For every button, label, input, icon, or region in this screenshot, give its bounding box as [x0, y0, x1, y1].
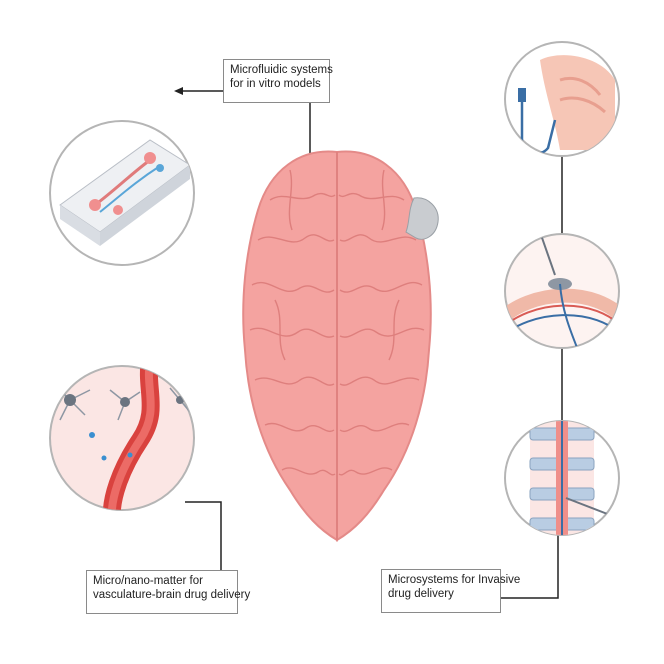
implant-device-icon: [405, 197, 439, 240]
label-nano-line2: vasculature-brain drug delivery: [93, 589, 251, 601]
right-hemisphere: [336, 150, 432, 542]
arrow-head-icon: [174, 87, 183, 95]
label-invasive-line1: Microsystems for Invasive: [388, 574, 521, 586]
panel-vasculature-neurons: [49, 365, 195, 511]
panel-microfluidic-chip: [49, 120, 195, 266]
panel-intracranial-delivery: [504, 233, 620, 349]
brain-illustration: [242, 150, 439, 542]
label-invasive-microsystems: Microsystems for Invasive drug delivery: [381, 569, 521, 613]
left-hemisphere: [242, 150, 338, 542]
label-nano-line1: Micro/nano-matter for: [93, 575, 203, 587]
panel-intranasal-delivery: [504, 41, 620, 157]
panel-intrathecal-delivery: [504, 420, 620, 536]
label-microfluidic-line2: for in vitro models: [230, 78, 321, 90]
brain-gyri: [249, 152, 425, 540]
connector-lines: [174, 87, 563, 599]
label-micro-nano-matter: Micro/nano-matter for vasculature-brain …: [86, 570, 251, 614]
connector-invasive: [501, 535, 559, 599]
label-microfluidic-systems: Microfluidic systems for in vitro models: [223, 59, 333, 103]
connector-nano: [185, 501, 222, 570]
label-invasive-line2: drug delivery: [388, 588, 454, 600]
label-microfluidic-line1: Microfluidic systems: [230, 64, 333, 76]
